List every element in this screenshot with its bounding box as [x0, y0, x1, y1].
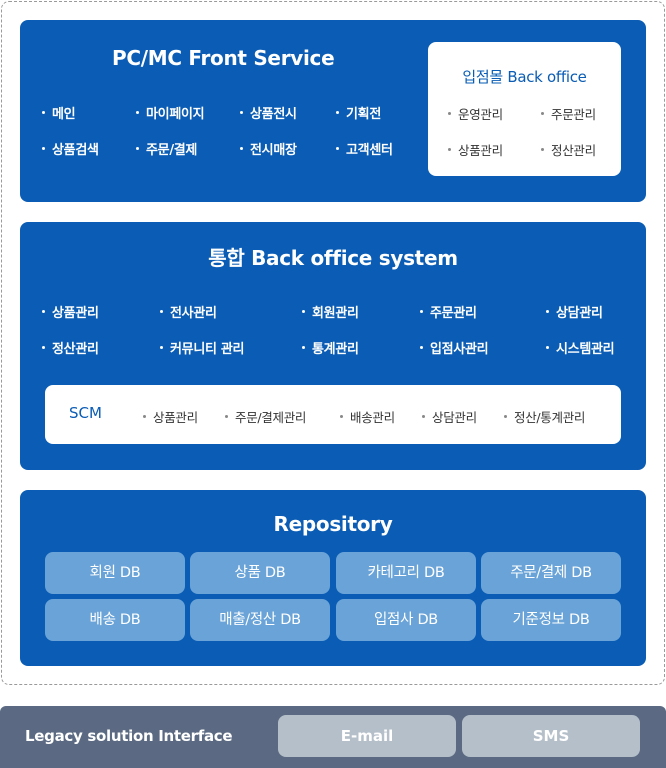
scm-item: 배송관리: [340, 407, 395, 426]
repository-panel: Repository 회원 DB 상품 DB 카테고리 DB 주문/결제 DB …: [20, 490, 646, 666]
db-box: 입점사 DB: [336, 599, 476, 641]
integrated-back-office-panel: 통합 Back office system 상품관리 전사관리 회원관리 주문관…: [20, 222, 646, 470]
front-item: 전시매장: [240, 139, 297, 158]
scm-item: 주문/결제관리: [225, 407, 306, 426]
front-item: 고객센터: [336, 139, 393, 158]
scm-item: 정산/통계관리: [504, 407, 585, 426]
front-item: 마이페이지: [136, 103, 205, 122]
mall-item: 주문관리: [541, 104, 596, 123]
front-service-title: PC/MC Front Service: [112, 46, 335, 70]
scm-item: 상품관리: [143, 407, 198, 426]
front-item: 기획전: [336, 103, 381, 122]
front-item: 상품전시: [240, 103, 297, 122]
back-office-item: 상담관리: [546, 302, 603, 321]
back-office-item: 시스템관리: [546, 338, 615, 357]
front-service-panel: PC/MC Front Service 메인 마이페이지 상품전시 기획전 상품…: [20, 20, 646, 202]
back-office-item: 정산관리: [42, 338, 99, 357]
db-box: 상품 DB: [190, 552, 330, 594]
scm-item: 상담관리: [422, 407, 477, 426]
db-box: 기준정보 DB: [481, 599, 621, 641]
front-item: 상품검색: [42, 139, 99, 158]
legacy-interface-bar: Legacy solution Interface E-mail SMS: [0, 706, 666, 768]
front-item: 주문/결제: [136, 139, 197, 158]
mall-item: 상품관리: [448, 140, 503, 159]
repository-title: Repository: [273, 512, 393, 536]
db-box: 배송 DB: [45, 599, 185, 641]
back-office-item: 입점사관리: [420, 338, 489, 357]
mall-item: 정산관리: [541, 140, 596, 159]
sms-interface-box: SMS: [462, 715, 640, 757]
integrated-back-office-title: 통합 Back office system: [208, 246, 458, 270]
scm-title: SCM: [69, 404, 102, 422]
legacy-interface-label: Legacy solution Interface: [25, 727, 233, 745]
mall-item: 운영관리: [448, 104, 503, 123]
front-item: 메인: [42, 103, 76, 122]
mall-back-office-box: 입점몰 Back office 운영관리 주문관리 상품관리 정산관리: [428, 42, 621, 176]
db-box: 주문/결제 DB: [481, 552, 621, 594]
back-office-item: 상품관리: [42, 302, 99, 321]
system-boundary: [1, 1, 665, 685]
email-interface-box: E-mail: [278, 715, 456, 757]
back-office-item: 주문관리: [420, 302, 477, 321]
mall-back-office-title: 입점몰 Back office: [462, 68, 587, 86]
back-office-item: 통계관리: [302, 338, 359, 357]
back-office-item: 회원관리: [302, 302, 359, 321]
db-box: 회원 DB: [45, 552, 185, 594]
db-box: 카테고리 DB: [336, 552, 476, 594]
scm-box: SCM 상품관리 주문/결제관리 배송관리 상담관리 정산/통계관리: [45, 385, 621, 444]
back-office-item: 전사관리: [160, 302, 217, 321]
db-box: 매출/정산 DB: [190, 599, 330, 641]
back-office-item: 커뮤니티 관리: [160, 338, 244, 357]
